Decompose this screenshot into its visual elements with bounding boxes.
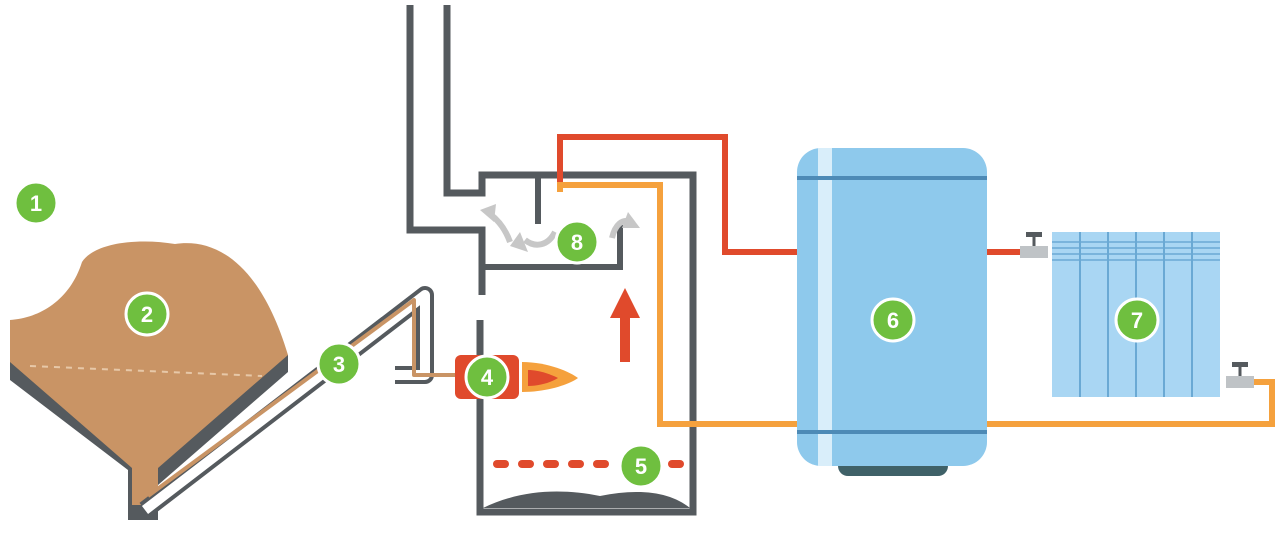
chimney-flue [406, 5, 697, 516]
svg-text:4: 4 [481, 365, 494, 390]
marker-7: 7 [1114, 297, 1160, 343]
marker-3: 3 [316, 341, 362, 387]
burning-grate [493, 460, 684, 468]
marker-5: 5 [618, 443, 664, 489]
svg-text:8: 8 [571, 230, 583, 255]
feed-auger [139, 286, 458, 518]
svg-text:2: 2 [141, 302, 153, 327]
svg-text:7: 7 [1131, 308, 1143, 333]
marker-2: 2 [124, 291, 170, 337]
svg-text:6: 6 [887, 308, 899, 333]
svg-text:1: 1 [30, 191, 42, 216]
svg-text:5: 5 [635, 454, 647, 479]
svg-text:3: 3 [333, 352, 345, 377]
marker-1: 1 [13, 180, 59, 226]
hot-water-pipe [557, 134, 1022, 255]
marker-8: 8 [554, 219, 600, 265]
radiator-valves [1020, 232, 1254, 388]
return-water-pipe [557, 182, 1275, 427]
marker-4: 4 [464, 354, 510, 400]
boiler-heat-exchanger [482, 175, 623, 270]
smoke-arrowheads [480, 204, 640, 252]
heat-up-arrow [610, 288, 640, 362]
marker-6: 6 [870, 297, 916, 343]
ash-pile [483, 491, 690, 508]
pellet-storage [10, 241, 288, 520]
